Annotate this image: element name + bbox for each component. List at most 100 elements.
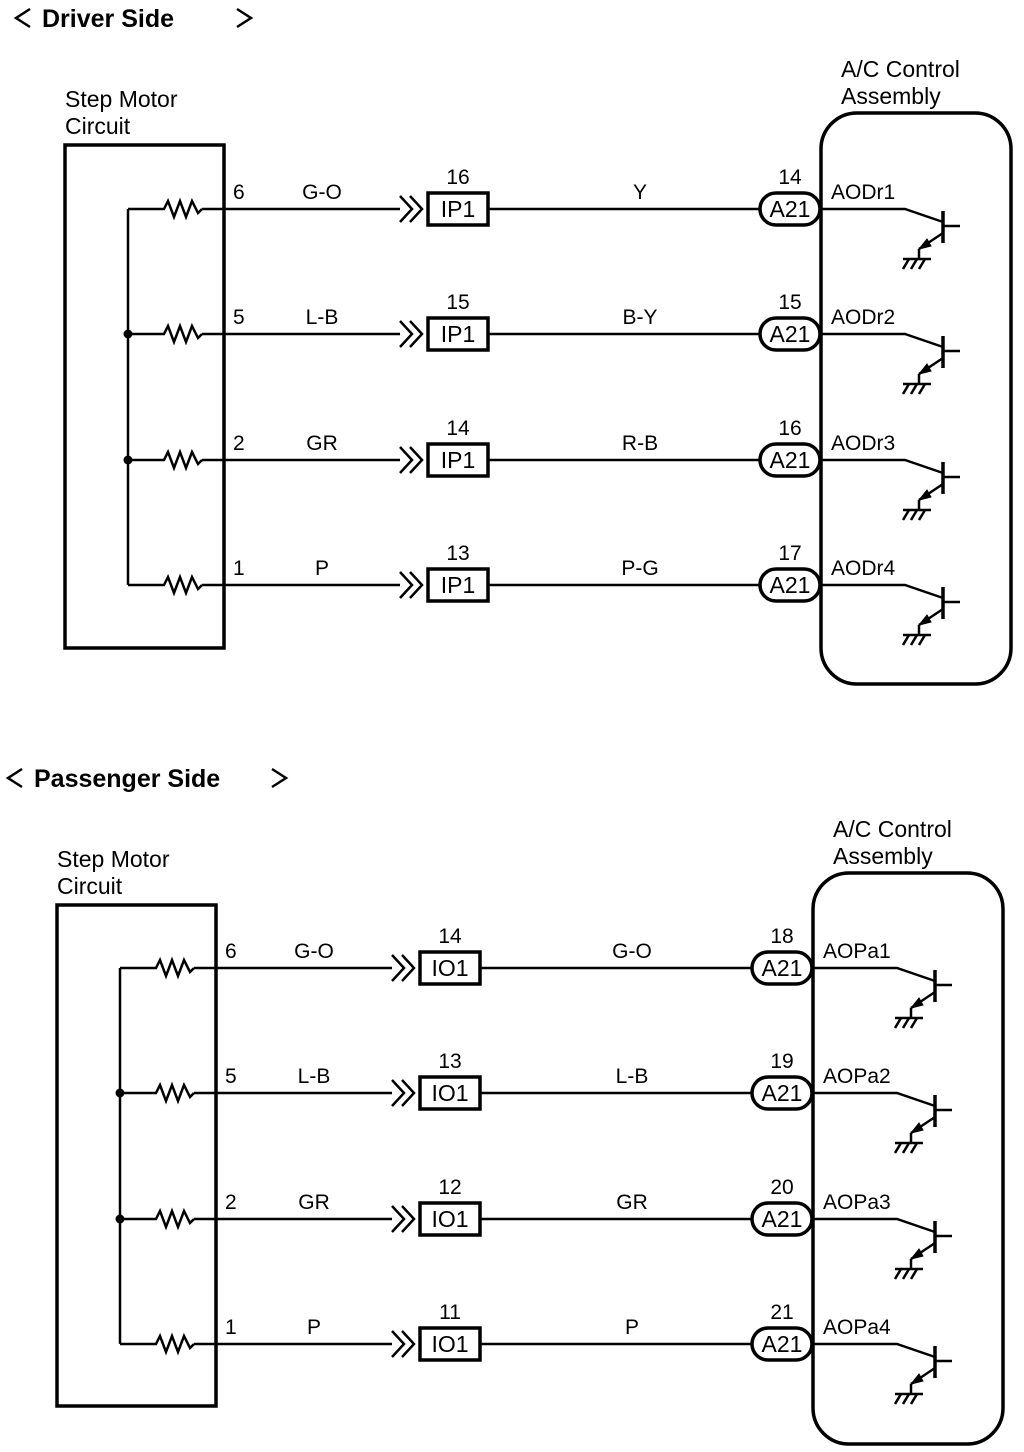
signal-name: AOPa4 <box>823 1316 891 1339</box>
signal-name: AOPa2 <box>823 1065 891 1088</box>
signal-name: AOPa3 <box>823 1191 891 1214</box>
wire-color-label: Y <box>633 181 647 204</box>
inline-connector-pin: 12 <box>438 1176 461 1199</box>
inline-connector-code: IP1 <box>441 447 476 473</box>
collector-lead <box>812 1091 936 1108</box>
motor-pin-number: 6 <box>225 940 237 963</box>
motor-pin-number: 5 <box>225 1065 237 1088</box>
ac-connector-pin: 21 <box>770 1301 793 1324</box>
ac-connector-pin: 16 <box>778 417 801 440</box>
inline-connector-code: IO1 <box>431 955 468 981</box>
section-title-text: Driver Side <box>42 5 174 33</box>
ground-icon <box>901 508 931 521</box>
wire-color-label: P-G <box>621 557 658 580</box>
connector-chevron <box>399 195 414 223</box>
junction-dot <box>123 329 133 339</box>
wire-color-label: G-O <box>612 940 652 963</box>
inline-connector-code: IO1 <box>431 1206 468 1232</box>
coil-resistor <box>160 573 203 597</box>
wire-color-label: GR <box>306 432 338 455</box>
ac-connector-code: A21 <box>770 321 811 347</box>
ac-connector-pin: 19 <box>770 1050 793 1073</box>
ac-connector-pin: 18 <box>770 925 793 948</box>
collector-lead <box>820 583 944 600</box>
collector-lead <box>812 1342 936 1359</box>
connector-chevron <box>391 954 406 982</box>
connector-chevron <box>391 1079 406 1107</box>
coil-resistor <box>160 448 203 472</box>
wire-color-label: L-B <box>306 306 339 329</box>
ac-connector-code: A21 <box>770 447 811 473</box>
connector-chevron <box>401 1079 416 1107</box>
collector-lead <box>812 966 936 983</box>
ac-connector-pin: 20 <box>770 1176 793 1199</box>
connector-chevron <box>391 1330 406 1358</box>
wire-color-label: P <box>625 1316 639 1339</box>
junction-dot <box>115 1088 125 1098</box>
junction-dot <box>123 455 133 465</box>
connector-chevron <box>391 1205 406 1233</box>
ac-connector-code: A21 <box>770 572 811 598</box>
inline-connector-pin: 15 <box>446 291 469 314</box>
signal-name: AODr2 <box>831 306 895 329</box>
ground-icon <box>901 382 931 395</box>
connector-chevron <box>399 571 414 599</box>
coil-resistor <box>152 1207 195 1231</box>
motor-pin-number: 6 <box>233 181 245 204</box>
coil-resistor <box>160 322 203 346</box>
signal-name: AODr1 <box>831 181 895 204</box>
section-title-text: Passenger Side <box>34 765 220 793</box>
transistor-icon <box>909 1221 952 1269</box>
junction-dot <box>115 1214 125 1224</box>
connector-chevron <box>409 195 424 223</box>
wire-color-label: L-B <box>616 1065 649 1088</box>
transistor-icon <box>909 1095 952 1143</box>
inline-connector-pin: 11 <box>439 1301 461 1324</box>
coil-resistor <box>152 1332 195 1356</box>
inline-connector-code: IP1 <box>441 196 476 222</box>
ac-control-label-line1: A/C Control <box>841 56 960 82</box>
motor-pin-number: 1 <box>233 557 245 580</box>
right-angle-bracket <box>271 767 289 789</box>
ac-control-label-line1: A/C Control <box>833 816 952 842</box>
connector-chevron <box>401 1330 416 1358</box>
ac-connector-code: A21 <box>762 1331 803 1357</box>
inline-connector-pin: 13 <box>438 1050 461 1073</box>
ground-icon <box>893 1016 923 1029</box>
connector-chevron <box>409 571 424 599</box>
step-motor-label-line1: Step Motor <box>65 86 178 112</box>
step-motor-label-line2: Circuit <box>65 113 131 139</box>
transistor-icon <box>909 970 952 1018</box>
wire-color-label: R-B <box>622 432 658 455</box>
ac-control-assembly-box <box>819 111 1013 686</box>
wire-color-label: B-Y <box>622 306 657 329</box>
inline-connector-code: IP1 <box>441 572 476 598</box>
motor-pin-number: 5 <box>233 306 245 329</box>
left-angle-bracket <box>13 7 31 29</box>
ac-connector-code: A21 <box>762 955 803 981</box>
connector-chevron <box>409 320 424 348</box>
ac-connector-pin: 15 <box>778 291 801 314</box>
ac-connector-code: A21 <box>762 1206 803 1232</box>
inline-connector-code: IP1 <box>441 321 476 347</box>
wire-color-label: P <box>315 557 329 580</box>
collector-lead <box>820 458 944 475</box>
collector-lead <box>812 1217 936 1234</box>
section-title: Driver Side <box>13 5 254 33</box>
transistor-icon <box>917 336 960 384</box>
wire-color-label: L-B <box>298 1065 331 1088</box>
coil-resistor <box>152 1081 195 1105</box>
transistor-icon <box>917 462 960 510</box>
inline-connector-pin: 14 <box>438 925 462 948</box>
collector-lead <box>820 332 944 349</box>
ac-control-assembly-box <box>811 871 1005 1446</box>
ac-connector-pin: 14 <box>778 166 802 189</box>
